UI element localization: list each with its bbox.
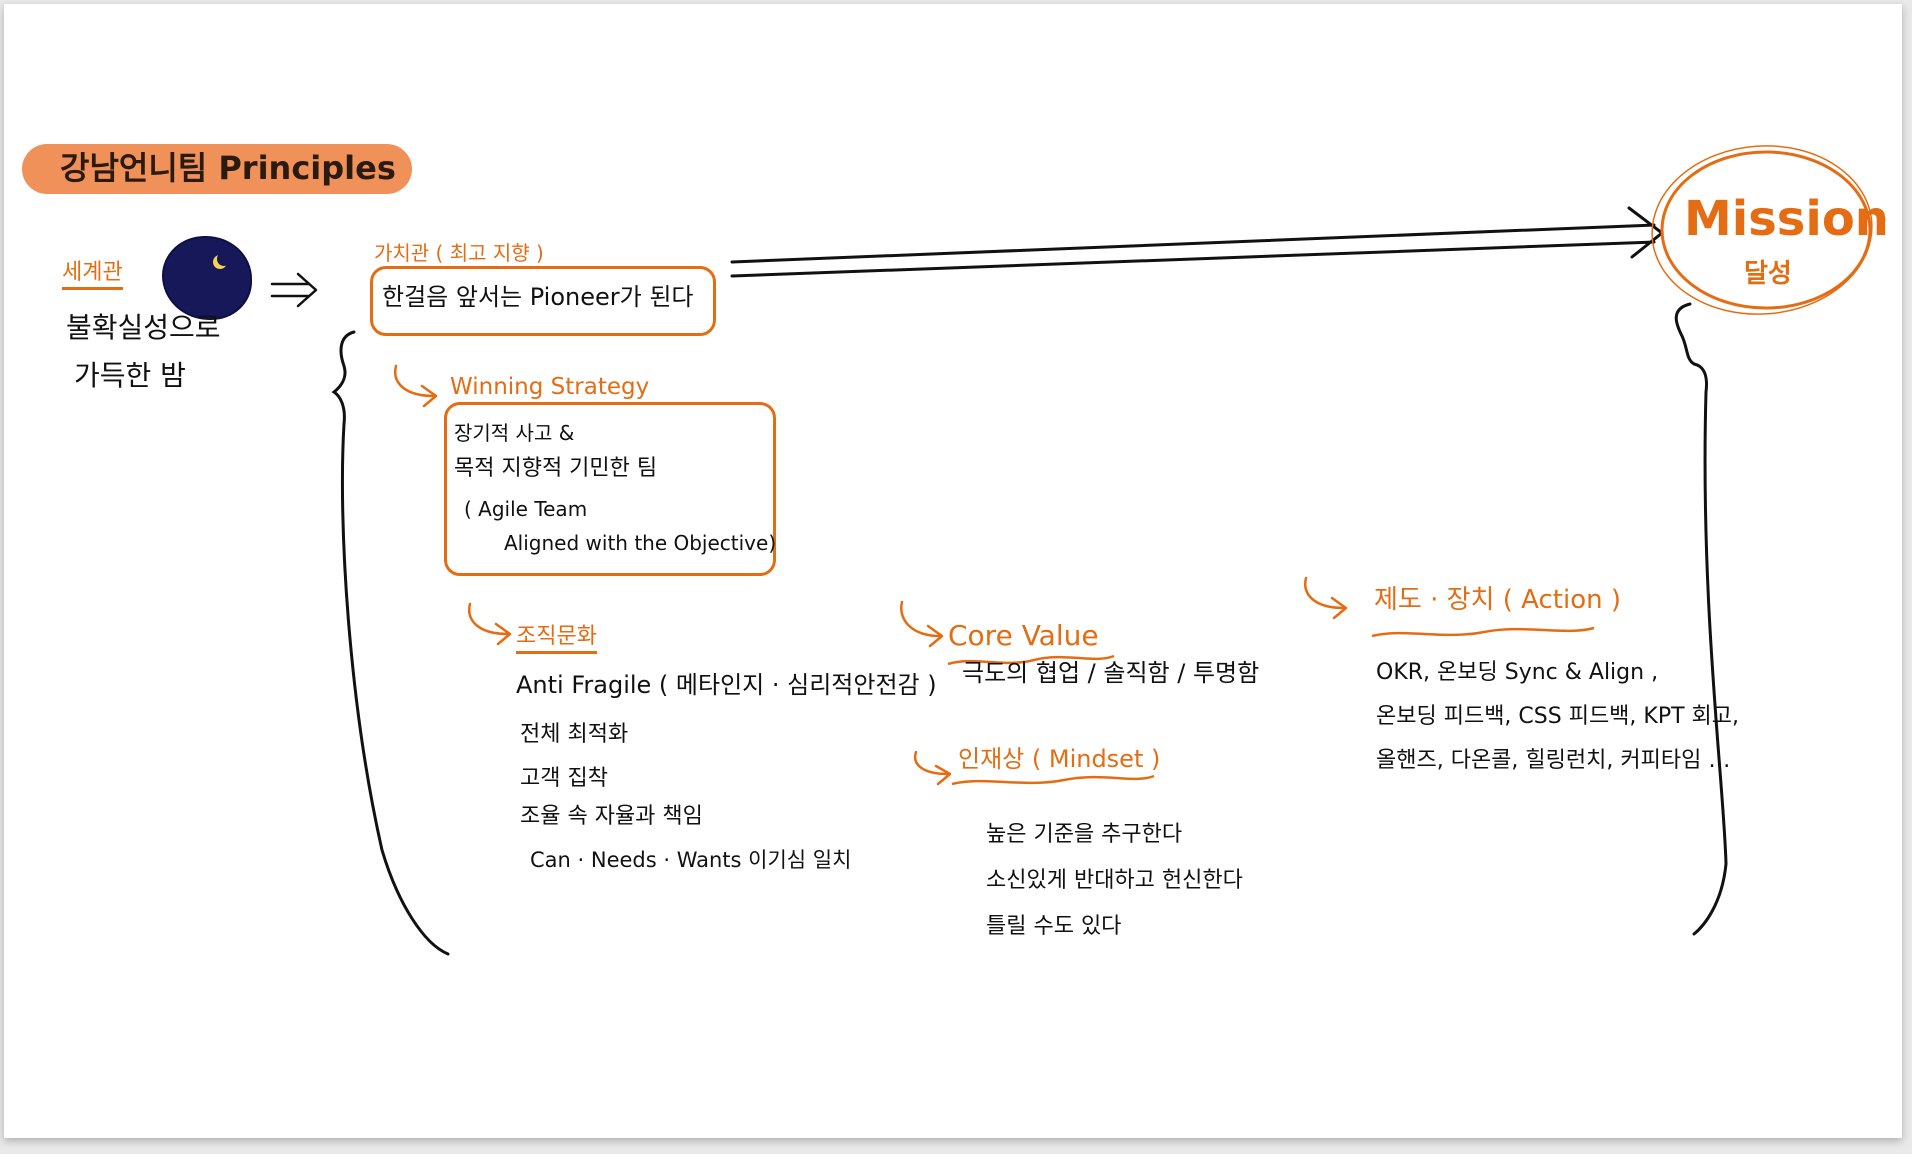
- arrow-strategy: [394, 364, 438, 408]
- culture-item-5: Can · Needs · Wants 이기심 일치: [530, 848, 852, 872]
- culture-item-2: 전체 최적화: [520, 722, 629, 747]
- underline-mindset: [951, 774, 1155, 786]
- arrow-mindset: [913, 750, 952, 786]
- title-pill: [22, 144, 412, 194]
- culture-item-1: Anti Fragile ( 메타인지 · 심리적안전감 ): [516, 671, 937, 699]
- double-arrow: [270, 272, 318, 308]
- corevalue-text: 극도의 협업 / 솔직함 / 투명함: [962, 659, 1260, 687]
- mission-title: Mission: [1684, 191, 1889, 247]
- culture-label: 조직문화: [516, 624, 597, 655]
- worldview-line-2: 가득한 밤: [74, 359, 186, 392]
- night-sky-icon: [164, 238, 250, 318]
- action-line-2: 온보딩 피드백, CSS 피드백, KPT 회고,: [1376, 704, 1740, 729]
- culture-item-3: 고객 집착: [520, 766, 608, 791]
- diagram-canvas: 강남언니팀 Principles 세계관 불확실성으로 가득한 밤 가치관 ( …: [4, 4, 1902, 1138]
- strategy-box: [444, 402, 776, 576]
- underline-action: [1371, 626, 1595, 638]
- action-line-1: OKR, 온보딩 Sync & Align ,: [1376, 660, 1659, 685]
- left-brace: [331, 330, 450, 956]
- mission-subtitle: 달성: [1744, 259, 1792, 289]
- arrow-corevalue: [900, 600, 944, 648]
- arrow-culture: [468, 602, 512, 646]
- arrow-action: [1304, 576, 1348, 620]
- values-label: 가치관 ( 최고 지향 ): [374, 241, 544, 265]
- connector-lines: [270, 145, 1873, 956]
- corevalue-label: Core Value: [948, 619, 1099, 652]
- action-line-3: 올핸즈, 다온콜, 힐링런치, 커피타임 …: [1376, 748, 1731, 773]
- values-statement: 한걸음 앞서는 Pioneer가 된다: [382, 283, 694, 311]
- underline-corevalue: [947, 654, 1115, 666]
- worldview-label: 세계관: [62, 260, 123, 291]
- mindset-item-3: 틀릴 수도 있다: [986, 914, 1122, 939]
- strategy-line-4: Aligned with the Objective): [504, 531, 777, 555]
- page-title: 강남언니팀 Principles: [60, 149, 396, 187]
- mindset-item-2: 소신있게 반대하고 헌신한다: [986, 868, 1243, 893]
- worldview-line-1: 불확실성으로: [66, 311, 221, 344]
- mission-arrow: [730, 206, 1664, 278]
- mission-circle: [1660, 150, 1872, 310]
- culture-item-4: 조율 속 자율과 책임: [520, 804, 703, 829]
- moon-icon: [217, 252, 231, 266]
- values-box: [370, 266, 716, 336]
- strategy-line-2: 목적 지향적 기민한 팀: [454, 456, 658, 481]
- strategy-line-1: 장기적 사고 &: [454, 421, 575, 445]
- strategy-line-3: ( Agile Team: [464, 497, 588, 521]
- strategy-label: Winning Strategy: [450, 374, 650, 400]
- mission-circle-outer: [1651, 145, 1873, 315]
- right-brace: [1674, 302, 1728, 936]
- action-label: 제도 · 장치 ( Action ): [1374, 585, 1621, 615]
- mindset-label: 인재상 ( Mindset ): [958, 745, 1161, 773]
- mindset-item-1: 높은 기준을 추구한다: [986, 822, 1183, 847]
